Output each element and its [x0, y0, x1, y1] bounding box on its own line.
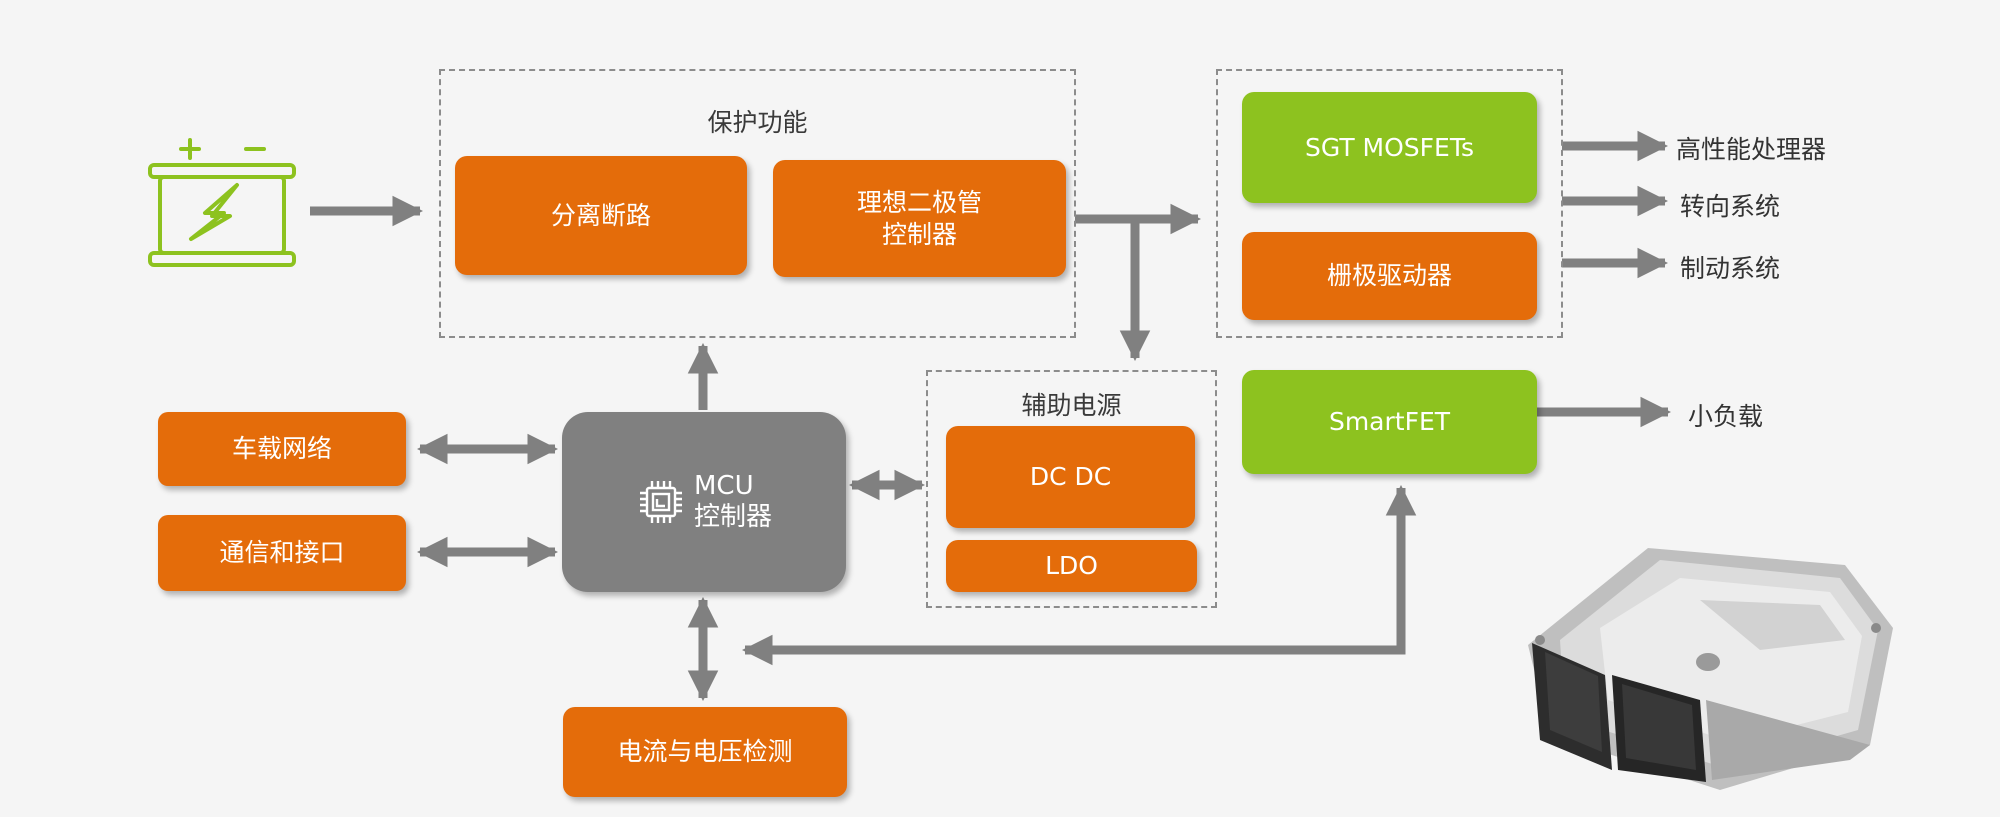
- aux-power-title: 辅助电源: [1021, 391, 1122, 420]
- sgt-mosfets-block: SGT MOSFETs: [1242, 92, 1537, 203]
- output-small-load-label: 小负载: [1688, 402, 1764, 431]
- sgt-mosfets-label: SGT MOSFETs: [1304, 132, 1475, 162]
- smartfet-label: SmartFET: [1328, 407, 1451, 437]
- mcu-label-line1: MCU: [693, 470, 754, 501]
- ldo-label: LDO: [1045, 551, 1098, 581]
- isolation-label: 分离断路: [550, 200, 651, 230]
- ideal-diode-controller-block: 理想二极管 控制器: [773, 160, 1066, 277]
- isolation-block: 分离断路: [455, 156, 747, 275]
- ideal-diode-label-line2: 控制器: [881, 219, 957, 249]
- output-processor-label: 高性能处理器: [1676, 135, 1827, 164]
- ldo-block: LDO: [946, 540, 1197, 592]
- gate-driver-block: 栅极驱动器: [1242, 232, 1537, 320]
- battery-icon: [148, 138, 296, 267]
- mcu-block: MCU 控制器: [562, 412, 846, 592]
- gate-driver-label: 栅极驱动器: [1326, 261, 1452, 291]
- mcu-label-line2: 控制器: [693, 502, 772, 532]
- ecu-module-image: [1528, 548, 1893, 790]
- aux-power-group: 辅助电源: [926, 370, 1217, 608]
- dcdc-block: DC DC: [946, 426, 1195, 528]
- protection-group: 保护功能: [439, 69, 1076, 338]
- output-braking-label: 制动系统: [1680, 254, 1781, 283]
- current-voltage-sensing-label: 电流与电压检测: [617, 737, 793, 767]
- ideal-diode-label-line1: 理想二极管: [856, 188, 982, 218]
- switch-group: [1216, 69, 1563, 338]
- arrow-mcu-smartfet: [741, 484, 1417, 666]
- current-voltage-sensing-block: 电流与电压检测: [563, 707, 847, 797]
- protection-title: 保护功能: [707, 108, 808, 137]
- comm-interface-block: 通信和接口: [158, 515, 406, 591]
- dcdc-label: DC DC: [1029, 462, 1112, 492]
- chip-icon: [639, 481, 682, 523]
- vehicle-network-label: 车载网络: [231, 434, 332, 464]
- output-steering-label: 转向系统: [1680, 192, 1781, 221]
- comm-interface-label: 通信和接口: [219, 538, 345, 568]
- vehicle-network-block: 车载网络: [158, 412, 406, 486]
- smartfet-block: SmartFET: [1242, 370, 1537, 474]
